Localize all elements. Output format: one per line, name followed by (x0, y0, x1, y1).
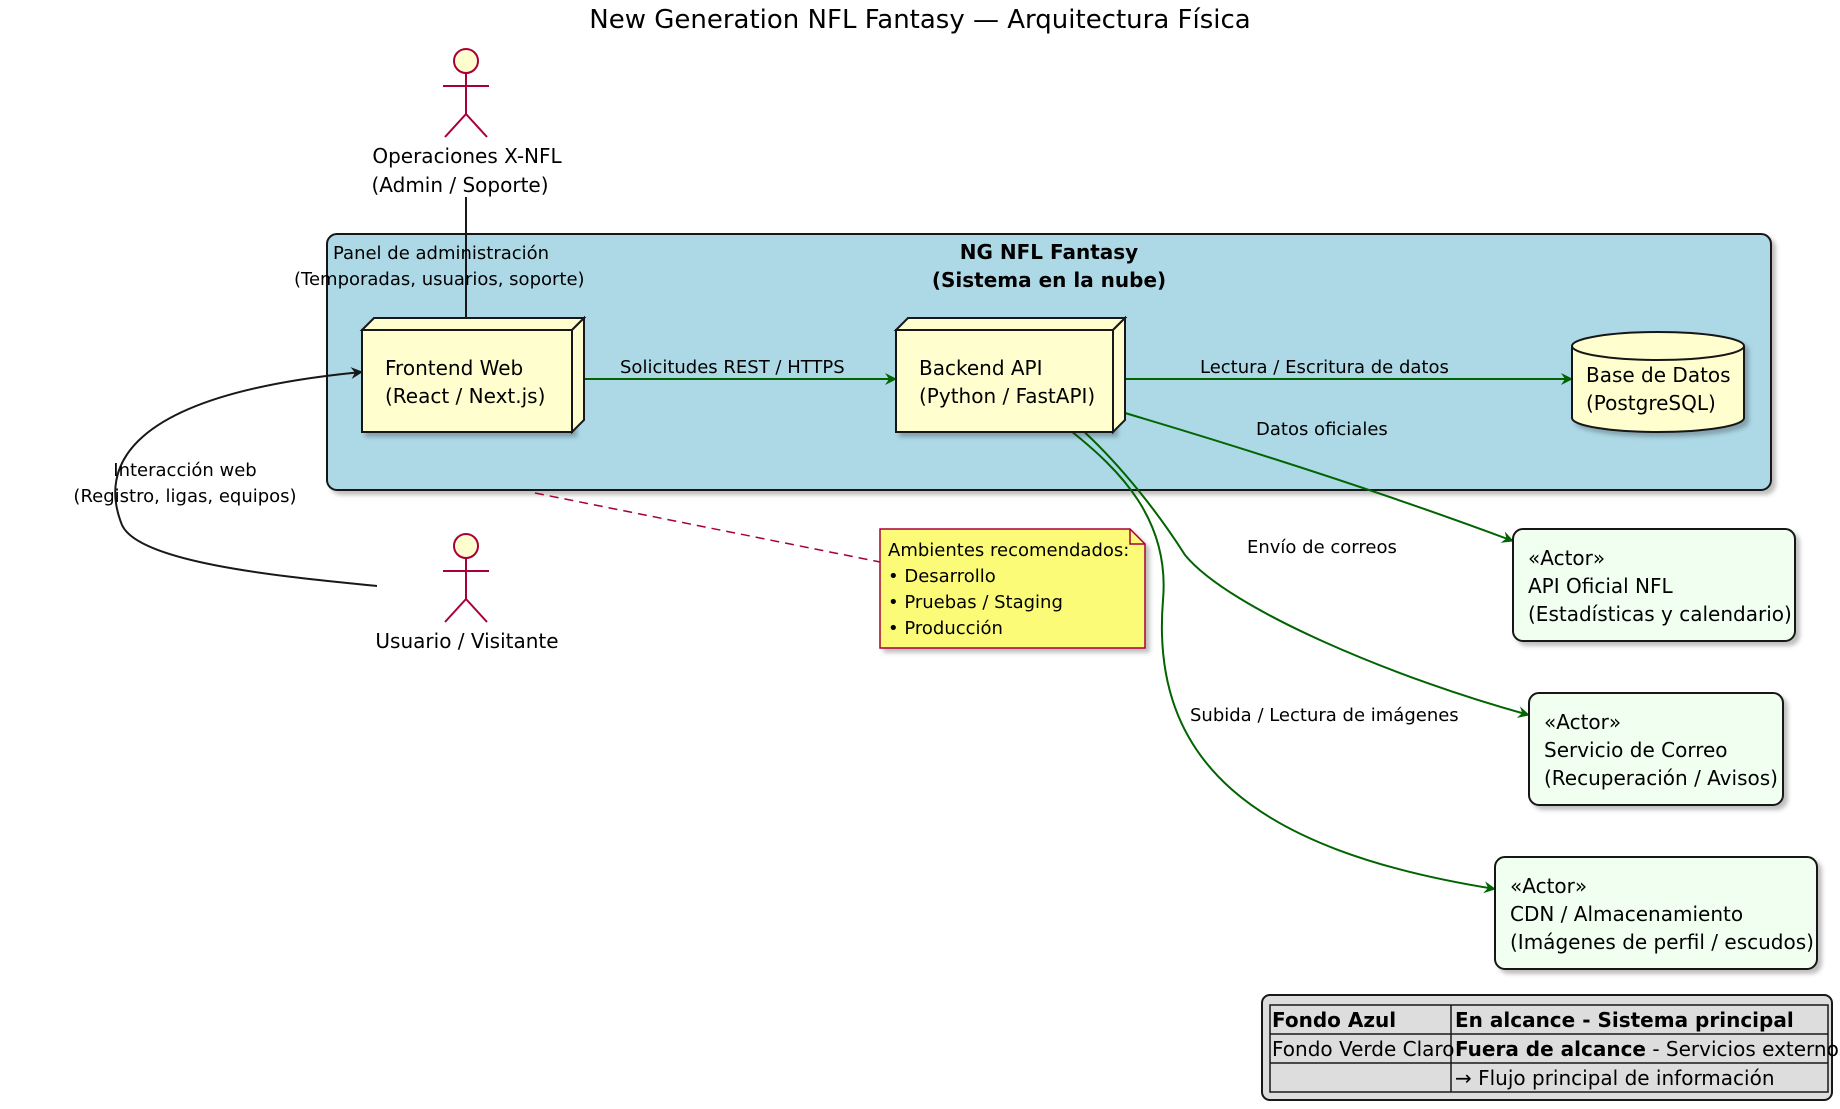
legend-value-rest: → Flujo principal de información (1455, 1066, 1775, 1090)
note-item: • Pruebas / Staging (888, 592, 1063, 613)
legend-value: En alcance - Sistema principal (1455, 1008, 1794, 1032)
actor-operations-name: Operaciones X-NFL (372, 144, 562, 168)
environments-note: Ambientes recomendados: • Desarrollo • P… (879, 528, 1146, 649)
edge-web-interaction (114, 367, 378, 587)
external-nfl-stereotype: «Actor» (1528, 546, 1605, 570)
node-backend-name: Backend API (919, 356, 1043, 380)
legend-key: Fondo Verde Claro (1272, 1037, 1454, 1061)
edge-mail-label: Envío de correos (1247, 537, 1397, 558)
edges (114, 197, 1573, 894)
node-backend-tech: (Python / FastAPI) (919, 384, 1095, 408)
legend-key: Fondo Azul (1272, 1008, 1396, 1032)
actor-user: Usuario / Visitante (375, 533, 559, 653)
edge-labels: Panel de administración (Temporadas, usu… (73, 243, 1458, 726)
note-item: • Producción (888, 618, 1003, 639)
node-database-tech: (PostgreSQL) (1586, 391, 1716, 415)
edge-mail (1079, 427, 1530, 718)
legend-value: → Flujo principal de información (1455, 1066, 1775, 1090)
stick-figure-icon (443, 48, 489, 138)
external-cdn-stereotype: «Actor» (1510, 874, 1587, 898)
external-cdn-name: CDN / Almacenamiento (1510, 902, 1743, 926)
note-title: Ambientes recomendados: (888, 540, 1129, 561)
external-nfl-desc: (Estadísticas y calendario) (1528, 602, 1792, 626)
node-backend: Backend API (Python / FastAPI) (893, 315, 1128, 435)
external-mail-service: «Actor» Servicio de Correo (Recuperación… (1528, 692, 1784, 806)
edge-admin-label-line1: Panel de administración (333, 243, 549, 264)
node-database: Base de Datos (PostgreSQL) (1571, 331, 1745, 433)
legend: Fondo Azul En alcance - Sistema principa… (1261, 994, 1840, 1101)
edge-rw-label: Lectura / Escritura de datos (1200, 357, 1449, 378)
edge-rest-label: Solicitudes REST / HTTPS (620, 357, 845, 378)
edge-web-label-line1: Interacción web (113, 460, 256, 481)
edge-images (1070, 430, 1496, 894)
cloud-title-line2: (Sistema en la nube) (932, 268, 1166, 292)
cloud-title-line1: NG NFL Fantasy (960, 240, 1138, 264)
node-frontend-name: Frontend Web (385, 356, 523, 380)
external-nfl-name: API Oficial NFL (1528, 574, 1674, 598)
edge-web-label-line2: (Registro, ligas, equipos) (73, 486, 296, 507)
edge-images-label: Subida / Lectura de imágenes (1190, 705, 1459, 726)
legend-value-rest: - Servicios externos (1646, 1037, 1840, 1061)
legend-row: Fondo Azul En alcance - Sistema principa… (1272, 1008, 1794, 1032)
legend-value: Fuera de alcance - Servicios externos (1455, 1037, 1840, 1061)
note-item: • Desarrollo (888, 566, 996, 587)
database-cylinder-icon (1571, 331, 1745, 433)
actor-operations-role: (Admin / Soporte) (371, 173, 548, 197)
external-mail-desc: (Recuperación / Avisos) (1544, 766, 1778, 790)
stick-figure-icon (443, 533, 489, 623)
note-fold-icon (1129, 529, 1145, 545)
legend-value-bold: En alcance - Sistema principal (1455, 1008, 1794, 1032)
external-mail-stereotype: «Actor» (1544, 710, 1621, 734)
diagram-title: New Generation NFL Fantasy — Arquitectur… (589, 5, 1250, 35)
actor-user-name: Usuario / Visitante (375, 629, 558, 653)
edge-official-data (1124, 412, 1514, 543)
node-frontend-tech: (React / Next.js) (385, 384, 545, 408)
legend-value-bold: Fuera de alcance (1455, 1037, 1646, 1061)
note-connector (534, 492, 881, 563)
external-cdn-desc: (Imágenes de perfil / escudos) (1510, 930, 1814, 954)
node-database-name: Base de Datos (1586, 363, 1731, 387)
actor-operations: Operaciones X-NFL (Admin / Soporte) (371, 48, 563, 197)
external-cdn: «Actor» CDN / Almacenamiento (Imágenes d… (1494, 856, 1818, 970)
legend-row: Fondo Verde Claro Fuera de alcance - Ser… (1272, 1037, 1840, 1061)
external-nfl-api: «Actor» API Oficial NFL (Estadísticas y … (1512, 528, 1796, 642)
external-mail-name: Servicio de Correo (1544, 738, 1728, 762)
edge-official-label: Datos oficiales (1256, 419, 1388, 440)
node-frontend: Frontend Web (React / Next.js) (359, 315, 587, 435)
legend-row: → Flujo principal de información (1455, 1066, 1775, 1090)
edge-admin-label-line2: (Temporadas, usuarios, soporte) (294, 269, 585, 290)
